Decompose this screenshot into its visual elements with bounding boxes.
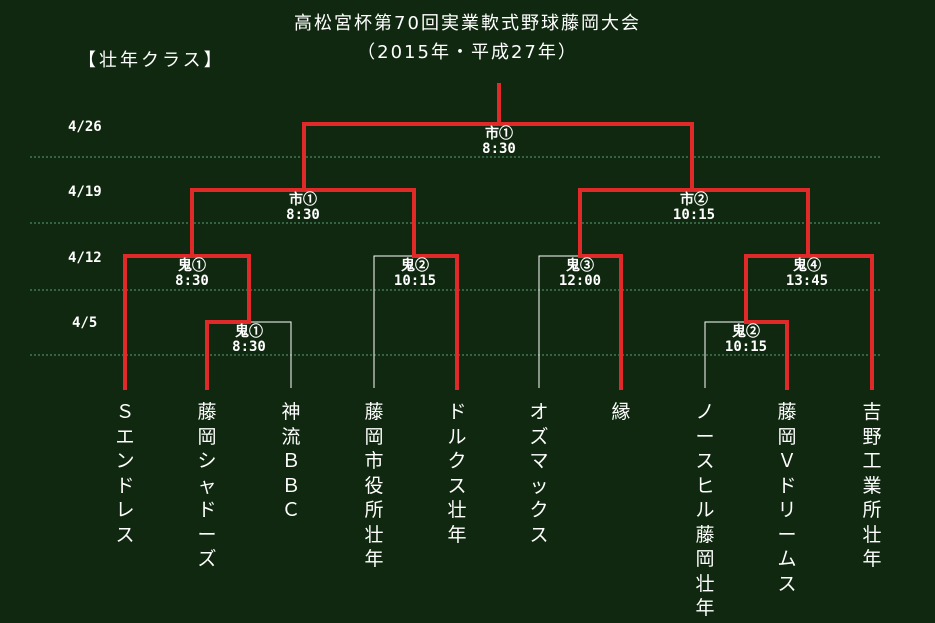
winner-path — [806, 254, 874, 390]
match-venue: 市② — [680, 192, 708, 208]
match-time: 10:15 — [672, 207, 716, 223]
match-time: 8:30 — [286, 207, 320, 223]
team-name: 藤岡市役所壮年 — [364, 401, 384, 570]
round-date-4-26: 4/26 — [68, 119, 102, 135]
match-label: 鬼④ 13:45 — [767, 259, 847, 289]
team-name: オズマックス — [529, 401, 549, 546]
match-venue: 鬼④ — [793, 258, 821, 274]
team-name: Ｓエンドレス — [115, 401, 135, 546]
match-label: 市② 10:15 — [654, 193, 734, 223]
match-time: 13:45 — [785, 273, 829, 289]
winner-path — [123, 254, 194, 390]
winner-path — [302, 83, 501, 192]
team-name: ノースヒル藤岡壮年 — [695, 401, 715, 619]
match-time: 8:30 — [175, 273, 209, 289]
winner-path — [302, 188, 459, 390]
team-name: 縁 — [611, 401, 631, 423]
team-name: 神流ＢＢＣ — [281, 401, 301, 521]
match-time: 10:15 — [393, 273, 437, 289]
match-label: 市① 8:30 — [263, 193, 343, 223]
team-name: 吉野工業所壮年 — [862, 401, 882, 570]
winner-path — [744, 254, 810, 390]
round-date-4-12: 4/12 — [68, 250, 102, 266]
team-name: 藤岡シャドーズ — [197, 401, 217, 570]
round-date-4-5: 4/5 — [72, 315, 98, 331]
match-label: 鬼③ 12:00 — [540, 259, 620, 289]
match-label: 市① 8:30 — [459, 127, 539, 157]
page-title: 高松宮杯第70回実業軟式野球藤岡大会 — [294, 13, 641, 34]
match-label: 鬼② 10:15 — [375, 259, 455, 289]
winner-paths — [123, 83, 874, 390]
match-venue: 鬼① — [178, 258, 206, 274]
match-time: 8:30 — [232, 339, 266, 355]
winner-path — [190, 254, 251, 390]
match-venue: 市① — [289, 192, 317, 208]
winner-path — [497, 122, 694, 192]
winner-path — [578, 188, 694, 390]
match-venue: 鬼① — [235, 324, 263, 340]
class-label: 【壮年クラス】 — [78, 50, 225, 71]
match-venue: 鬼③ — [566, 258, 594, 274]
match-venue: 鬼② — [732, 324, 760, 340]
match-label: 鬼① 8:30 — [209, 325, 289, 355]
winner-path — [690, 188, 810, 258]
match-label: 鬼① 8:30 — [152, 259, 232, 289]
team-name: 藤岡Ｖドリームス — [777, 401, 797, 595]
team-name: ドルクス壮年 — [447, 401, 467, 546]
match-venue: 市① — [485, 126, 513, 142]
match-label: 鬼② 10:15 — [706, 325, 786, 355]
round-date-4-19: 4/19 — [68, 184, 102, 200]
match-venue: 鬼② — [401, 258, 429, 274]
match-time: 10:15 — [724, 339, 768, 355]
winner-path — [190, 188, 306, 258]
match-time: 12:00 — [558, 273, 602, 289]
page-subtitle: （2015年・平成27年） — [357, 42, 578, 63]
match-time: 8:30 — [482, 141, 516, 157]
